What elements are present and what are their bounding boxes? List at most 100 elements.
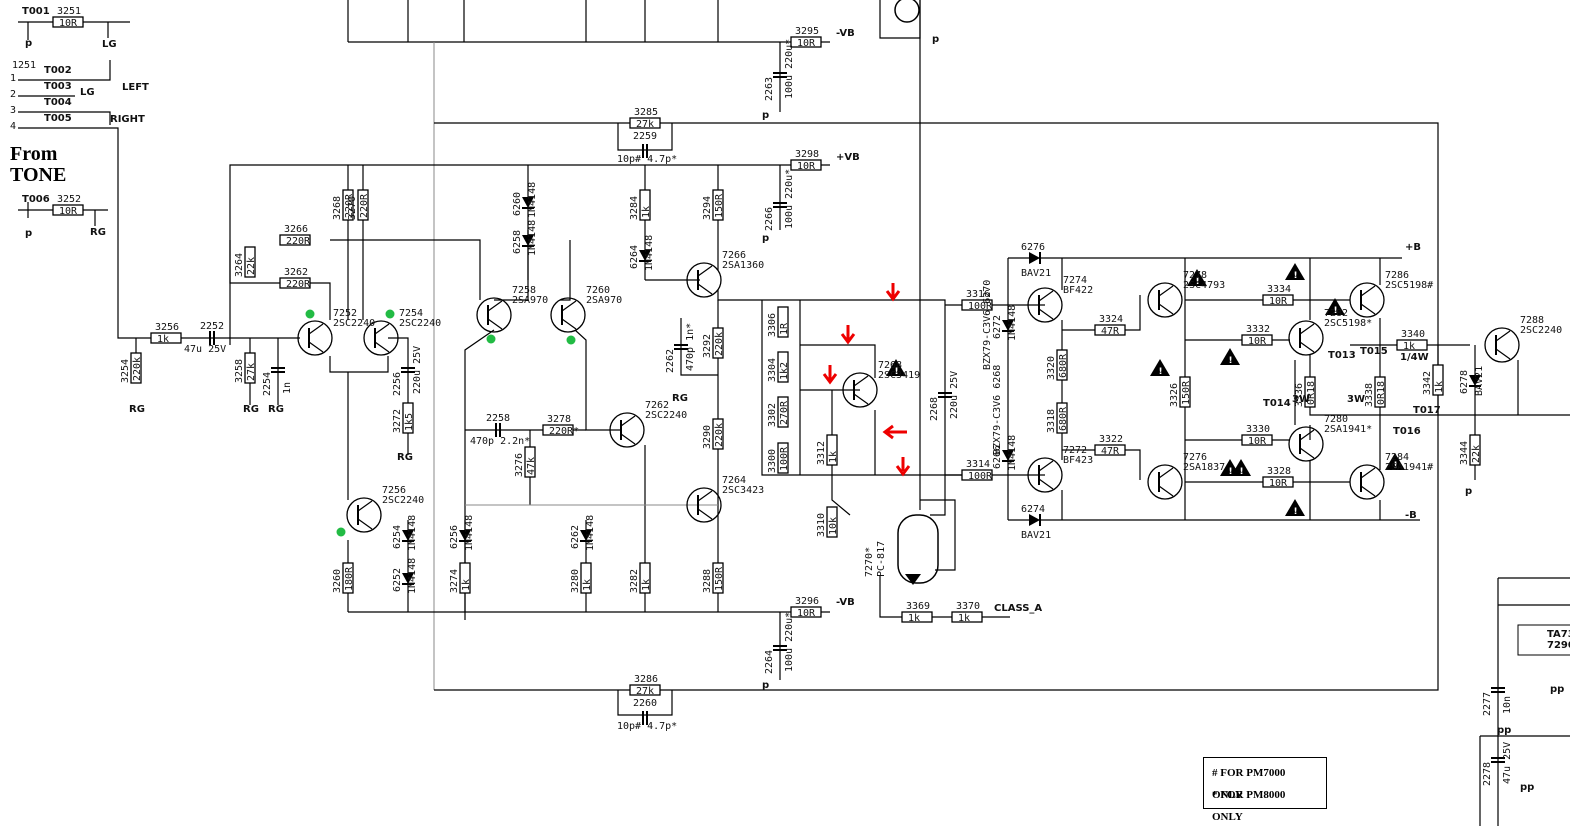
- vresistor-value: 1k: [828, 451, 839, 463]
- vresistor-value: 1k: [1434, 381, 1445, 393]
- ic-name: TA73: [1547, 629, 1570, 640]
- resistor-ref: 3266: [284, 224, 308, 235]
- rail-neg-b: -B: [1405, 510, 1417, 521]
- capacitor-value: 220u 25V: [949, 371, 960, 419]
- vresistor-value: 270R: [779, 400, 790, 425]
- rail-pos-b: +B: [1405, 242, 1421, 253]
- diode-type: BAV21: [1021, 530, 1051, 541]
- optocoupler: [897, 514, 939, 585]
- vresistor-value: 100R: [779, 446, 790, 471]
- diode-ref: 6258: [512, 230, 523, 254]
- svg-text:!: !: [1334, 306, 1338, 316]
- tp-t003: T003: [44, 81, 72, 92]
- diode-type: 1N4148: [407, 558, 418, 594]
- resistor-ref: 3330: [1246, 424, 1270, 435]
- rg-label-1: RG: [90, 227, 106, 238]
- pin-2: 2: [10, 89, 16, 100]
- notes-box: # FOR PM7000 ONLY * FOR PM8000 ONLY: [1203, 757, 1327, 823]
- resistor-ref: 3334: [1267, 284, 1291, 295]
- transistor-type: BF423: [1063, 455, 1093, 466]
- component-labels: 325110R325210R329510R328527k329810R32662…: [57, 6, 1562, 786]
- warning-triangles: !!!!!!!!!!: [886, 263, 1405, 517]
- svg-text:!: !: [1294, 271, 1298, 281]
- resistor-value: 27k: [636, 686, 654, 697]
- vresistor-value: 150R: [714, 193, 725, 218]
- vresistor-ref: 3294: [702, 196, 713, 220]
- resistor-value: 10R: [1269, 296, 1288, 307]
- transistor-ref: 7262: [645, 400, 669, 411]
- tp-t005: T005: [44, 113, 72, 124]
- capacitor-ref: 2262: [665, 349, 676, 373]
- capacitor-ref: 2263: [764, 77, 775, 101]
- svg-text:!: !: [1240, 467, 1244, 477]
- resistor-ref: 3369: [906, 601, 930, 612]
- transistor-ref: 7254: [399, 308, 423, 319]
- resistor-value: 10R: [797, 38, 816, 49]
- transistor-ref: 7286: [1385, 270, 1409, 281]
- tp-t014: T014: [1263, 398, 1291, 409]
- vresistor-value: 1k: [641, 206, 652, 218]
- transistor-ref: 7276: [1183, 452, 1207, 463]
- resistor-value: 10R: [797, 608, 816, 619]
- diode-symbols: [402, 197, 1481, 585]
- tp-t013: T013: [1328, 350, 1356, 361]
- resistor-value: 10R: [797, 161, 816, 172]
- vresistor-value: 220k: [714, 423, 725, 447]
- vresistor-value: 680R: [1058, 406, 1069, 431]
- vresistor-ref: 3258: [234, 359, 245, 383]
- vresistor-bodies: [130, 189, 1481, 594]
- vresistor-value: 27k: [246, 363, 257, 381]
- vresistor-ref: 3292: [702, 334, 713, 358]
- p-label-3: p: [762, 110, 769, 121]
- resistor-ref: 3251: [57, 6, 81, 17]
- diode-type: 1N4148: [464, 515, 475, 551]
- capacitor-value: 47u 25V: [1502, 742, 1513, 784]
- green-dots: [305, 309, 576, 537]
- transistor-ref: 7284: [1385, 452, 1409, 463]
- tp-t017: T017: [1413, 405, 1441, 416]
- vresistor-ref: 3300: [767, 449, 778, 473]
- vresistor-value: 22k: [1471, 445, 1482, 463]
- rg-label-2: RG: [129, 404, 145, 415]
- resistor-ref: 3298: [795, 149, 819, 160]
- transistor-ref: 7272: [1063, 445, 1087, 456]
- pin-1: 1: [10, 73, 16, 84]
- vresistor-value: 1R: [779, 322, 790, 335]
- resistor-ref: 3332: [1246, 324, 1270, 335]
- pp-label-1: pp: [1550, 684, 1564, 695]
- power-rating-quarter: 1/4W: [1400, 352, 1429, 363]
- resistor-bodies: [52, 16, 1428, 696]
- diode-ref: 6256: [449, 525, 460, 549]
- vresistor-value: 1k: [461, 579, 472, 591]
- connector-ref: 1251: [12, 60, 36, 71]
- transistor-type: BF422: [1063, 285, 1093, 296]
- rg-label-4: RG: [268, 404, 284, 415]
- diode-type: BAV21: [1474, 366, 1485, 396]
- vresistor-ref: 3304: [767, 358, 778, 382]
- transistor-type: 2SA1941*: [1324, 424, 1372, 435]
- capacitor-value: 47u 25V: [184, 344, 226, 355]
- note-pm8000: * FOR PM8000 ONLY: [1212, 789, 1286, 823]
- transistor-type: 2SA1941#: [1385, 462, 1433, 473]
- capacitor-ref: 2256: [392, 372, 403, 396]
- resistor-ref: 3286: [634, 674, 658, 685]
- resistor-value: 220R*: [549, 426, 579, 437]
- diode-type: 1N4148: [527, 220, 538, 256]
- p-label-2: p: [25, 228, 32, 239]
- svg-text:!: !: [1394, 461, 1398, 471]
- resistor-value: 1k: [908, 613, 920, 624]
- pp-label-3: pp: [1520, 782, 1534, 793]
- vresistor-value: 22k: [246, 257, 257, 275]
- input-heading-1: From: [10, 143, 58, 165]
- zener-label-1: BZX79-C3V6 6270: [982, 280, 993, 370]
- capacitor-value: 220u 25V: [412, 346, 423, 394]
- resistor-ref: 3314: [966, 459, 990, 470]
- transistor-symbols: [297, 262, 1520, 533]
- p-label-4: p: [762, 233, 769, 244]
- transistor-ref: 7278: [1183, 270, 1207, 281]
- tp-t016: T016: [1393, 426, 1421, 437]
- p-label-7: p: [1465, 486, 1472, 497]
- transistor-ref: 7268: [878, 360, 902, 371]
- diode-ref: 6272: [992, 315, 1003, 339]
- resistor-value: 47R: [1101, 446, 1120, 457]
